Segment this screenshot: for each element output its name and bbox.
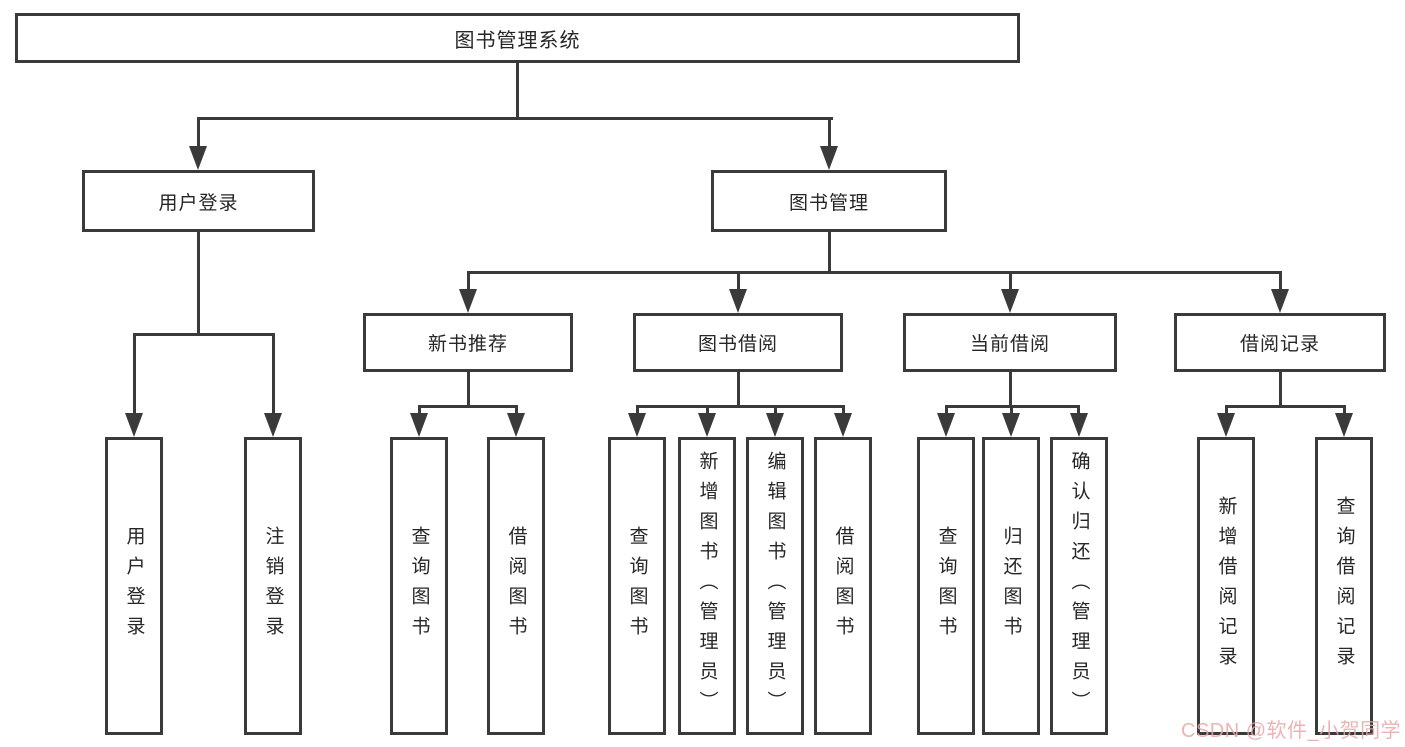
node-book-borrowing: 图书借阅 xyxy=(633,313,843,372)
connector-line xyxy=(945,405,948,415)
arrow-down-icon xyxy=(410,413,428,437)
leaf-label: 查询借阅记录 xyxy=(1333,496,1355,676)
leaf-label: 查询图书 xyxy=(626,526,648,646)
connector-line xyxy=(706,405,709,415)
node-label: 新书推荐 xyxy=(427,334,508,355)
node-current-borrowing: 当前借阅 xyxy=(903,313,1117,372)
connector-line xyxy=(842,405,845,415)
leaf-label: 用户登录 xyxy=(123,526,145,646)
arrow-down-icon xyxy=(1070,413,1088,437)
leaf-add-borrow-record: 新增借阅记录 xyxy=(1197,437,1255,735)
connector-line xyxy=(418,405,518,408)
connector-line xyxy=(636,405,845,408)
leaf-label: 借阅图书 xyxy=(832,526,854,646)
arrow-down-icon xyxy=(189,146,207,170)
node-user-login: 用户登录 xyxy=(82,170,315,232)
connector-line xyxy=(197,230,200,335)
node-borrow-records: 借阅记录 xyxy=(1174,313,1386,372)
leaf-label: 确认归还（管理员） xyxy=(1068,451,1090,721)
connector-line xyxy=(516,63,519,120)
leaf-label: 归还图书 xyxy=(1000,526,1022,646)
arrow-down-icon xyxy=(264,413,282,437)
arrow-down-icon xyxy=(766,413,784,437)
arrow-down-icon xyxy=(820,146,838,170)
arrow-down-icon xyxy=(1001,289,1019,313)
leaf-query-books-recommend: 查询图书 xyxy=(390,437,448,735)
node-label: 图书管理 xyxy=(788,192,869,214)
connector-line xyxy=(774,405,777,415)
connector-line xyxy=(1225,405,1228,415)
leaf-query-books-borrowing: 查询图书 xyxy=(608,437,666,735)
leaf-logout: 注销登录 xyxy=(244,437,302,735)
leaf-borrow-books-recommend: 借阅图书 xyxy=(487,437,545,735)
connector-line xyxy=(197,117,200,149)
connector-line xyxy=(1009,370,1012,407)
node-label: 用户登录 xyxy=(158,192,239,214)
arrow-down-icon xyxy=(459,289,477,313)
connector-line xyxy=(515,405,518,415)
node-label: 图书借阅 xyxy=(697,334,778,355)
leaf-add-book-admin: 新增图书（管理员） xyxy=(678,437,736,735)
connector-line xyxy=(1225,405,1345,408)
leaf-confirm-return-admin: 确认归还（管理员） xyxy=(1050,437,1108,735)
node-label: 当前借阅 xyxy=(969,334,1050,355)
connector-line xyxy=(636,405,639,415)
connector-line xyxy=(828,117,831,149)
arrow-down-icon xyxy=(1271,289,1289,313)
node-label: 借阅记录 xyxy=(1239,334,1320,355)
leaf-query-books-current: 查询图书 xyxy=(917,437,975,735)
arrow-down-icon xyxy=(125,413,143,437)
connector-line xyxy=(1077,405,1080,415)
node-root-library-management-system: 图书管理系统 xyxy=(15,13,1020,63)
leaf-edit-book-admin: 编辑图书（管理员） xyxy=(746,437,804,735)
connector-line xyxy=(1279,271,1282,293)
leaf-label: 新增图书（管理员） xyxy=(696,451,718,721)
connector-line xyxy=(418,405,421,415)
leaf-label: 查询图书 xyxy=(408,526,430,646)
connector-line xyxy=(133,333,275,336)
connector-line xyxy=(467,271,470,293)
leaf-return-books: 归还图书 xyxy=(982,437,1040,735)
node-book-management: 图书管理 xyxy=(711,170,947,232)
csdn-watermark: CSDN @软件_小贺同学 xyxy=(1181,720,1402,742)
connector-line xyxy=(737,271,740,293)
connector-line xyxy=(1009,271,1012,293)
node-new-book-recommend: 新书推荐 xyxy=(363,313,573,372)
arrow-down-icon xyxy=(834,413,852,437)
arrow-down-icon xyxy=(1002,413,1020,437)
leaf-label: 查询图书 xyxy=(935,526,957,646)
leaf-query-borrow-record: 查询借阅记录 xyxy=(1315,437,1373,735)
connector-line xyxy=(272,333,275,415)
leaf-label: 新增借阅记录 xyxy=(1215,496,1237,676)
arrow-down-icon xyxy=(507,413,525,437)
connector-line xyxy=(737,370,740,407)
leaf-label: 借阅图书 xyxy=(505,526,527,646)
connector-line xyxy=(133,333,136,415)
arrow-down-icon xyxy=(628,413,646,437)
arrow-down-icon xyxy=(1217,413,1235,437)
connector-line xyxy=(467,271,1282,274)
leaf-label: 注销登录 xyxy=(262,526,284,646)
arrow-down-icon xyxy=(729,289,747,313)
arrow-down-icon xyxy=(698,413,716,437)
connector-line xyxy=(1343,405,1346,415)
arrow-down-icon xyxy=(937,413,955,437)
connector-line xyxy=(1010,405,1013,415)
connector-line xyxy=(467,370,470,407)
connector-line xyxy=(197,117,833,120)
leaf-user-login: 用户登录 xyxy=(105,437,163,735)
leaf-borrow-books-borrowing: 借阅图书 xyxy=(814,437,872,735)
leaf-label: 编辑图书（管理员） xyxy=(764,451,786,721)
connector-line xyxy=(1279,370,1282,407)
arrow-down-icon xyxy=(1335,413,1353,437)
connector-line xyxy=(828,230,831,274)
node-label: 图书管理系统 xyxy=(454,29,581,52)
